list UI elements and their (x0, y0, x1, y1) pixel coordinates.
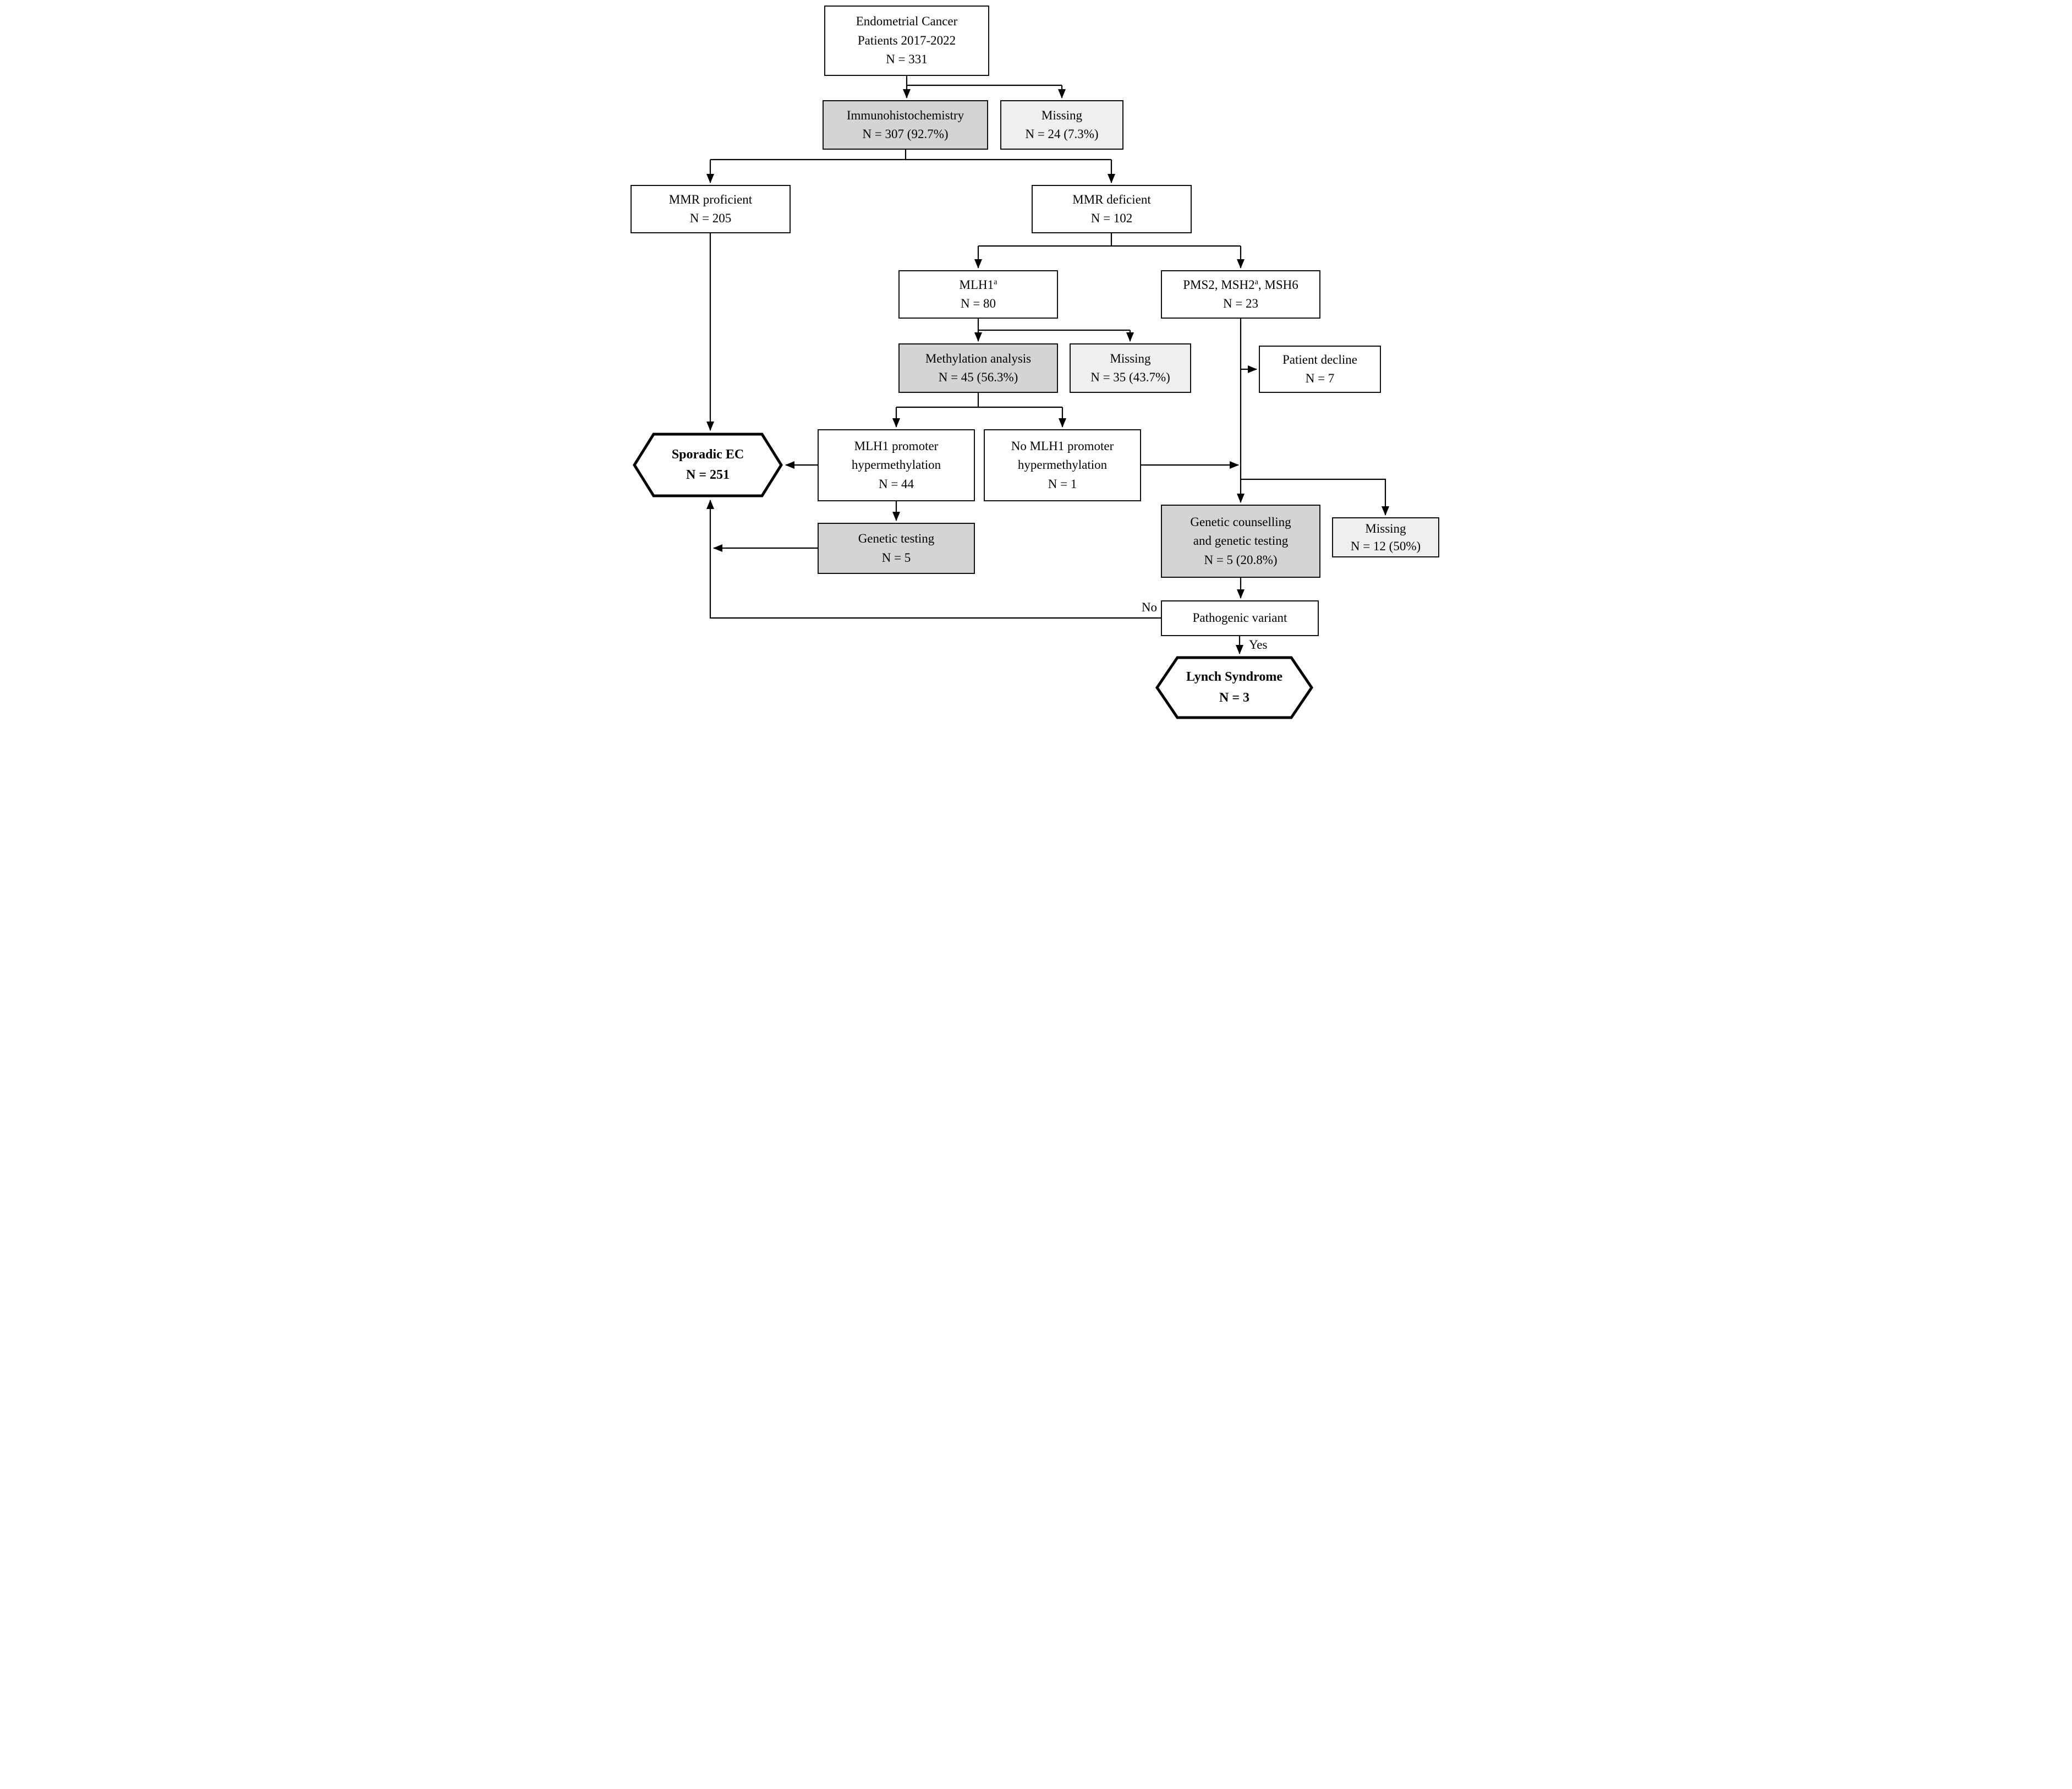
node-pms2-msh2-msh6: PMS2, MSH2a, MSH6 N = 23 (1161, 270, 1320, 319)
node-endometrial-line2: Patients 2017-2022 (857, 33, 956, 47)
node-methylation-n: N = 45 (56.3%) (938, 370, 1018, 384)
node-patient-decline-label: Patient decline (1282, 352, 1358, 366)
node-genetic-counselling: Genetic counselling and genetic testing … (1161, 505, 1320, 578)
node-mmr-deficient-n: N = 102 (1090, 211, 1133, 225)
node-mlh1-hypermethylation: MLH1 promoter hypermethylation N = 44 (818, 429, 975, 501)
node-missing-ihc-label: Missing (1041, 108, 1083, 122)
node-genetic-testing: Genetic testing N = 5 (818, 523, 975, 574)
node-genetic-testing-n: N = 5 (881, 550, 911, 565)
node-pms2-n: N = 23 (1223, 297, 1259, 310)
node-missing-ihc-n: N = 24 (7.3%) (1025, 127, 1099, 141)
node-missing-methylation-n: N = 35 (43.7%) (1090, 370, 1170, 384)
footnote-marker-a: a (1254, 277, 1258, 286)
node-pathogenic-label: Pathogenic variant (1192, 611, 1287, 625)
node-missing-methylation-label: Missing (1110, 351, 1151, 365)
footnote-marker-a: a (994, 277, 997, 286)
node-missing-counselling-label: Missing (1365, 522, 1406, 536)
node-patient-decline: Patient decline N = 7 (1259, 346, 1381, 393)
edge-no-return (706, 500, 1161, 619)
node-missing-counselling-n: N = 12 (50%) (1350, 539, 1421, 553)
node-sporadic-label: Sporadic EC (671, 447, 744, 462)
node-mlh1-label: MLH1a (959, 277, 997, 292)
node-genetic-counselling-line1: Genetic counselling (1190, 515, 1291, 529)
node-mmr-proficient-n: N = 205 (689, 211, 732, 225)
node-endometrial-n: N = 331 (886, 52, 928, 67)
node-mlh1-hyper-line1: MLH1 promoter (854, 439, 939, 453)
node-mmr-proficient: MMR proficient N = 205 (631, 185, 791, 233)
node-pathogenic-variant: Pathogenic variant (1161, 600, 1319, 636)
flowchart-canvas: Endometrial Cancer Patients 2017-2022 N … (622, 0, 1450, 724)
node-no-mlh1-hypermethylation: No MLH1 promoter hypermethylation N = 1 (984, 429, 1141, 501)
node-sporadic-n: N = 251 (686, 468, 730, 482)
node-sporadic-ec: Sporadic EC N = 251 (633, 433, 783, 497)
edge-to-missing-counselling (1241, 478, 1389, 516)
edge-mlh1-down (977, 319, 1130, 331)
node-immunohistochemistry: Immunohistochemistry N = 307 (92.7%) (823, 100, 988, 150)
node-ihc-label: Immunohistochemistry (846, 108, 964, 122)
node-mmr-deficient-label: MMR deficient (1072, 192, 1151, 206)
node-lynch-label: Lynch Syndrome (1186, 670, 1282, 685)
edge-root-split (906, 76, 1062, 86)
node-patient-decline-n: N = 7 (1305, 371, 1335, 385)
node-no-mlh1-hyper-line2: hypermethylation (1017, 458, 1108, 472)
node-genetic-counselling-n: N = 5 (20.8%) (1204, 552, 1278, 567)
node-missing-counselling: Missing N = 12 (50%) (1332, 517, 1439, 557)
node-methylation-label: Methylation analysis (925, 351, 1032, 365)
node-missing-ihc: Missing N = 24 (7.3%) (1000, 100, 1123, 150)
sporadic-hexagon-shape (633, 433, 783, 497)
node-missing-methylation: Missing N = 35 (43.7%) (1070, 343, 1191, 393)
node-mlh1-hyper-n: N = 44 (878, 477, 914, 491)
node-lynch-syndrome: Lynch Syndrome N = 3 (1155, 656, 1313, 719)
edge-label-no: No (1141, 600, 1157, 614)
node-endometrial-line1: Endometrial Cancer (856, 14, 958, 29)
node-no-mlh1-hyper-n: N = 1 (1048, 477, 1077, 491)
node-mmr-proficient-label: MMR proficient (668, 192, 753, 206)
node-lynch-n: N = 3 (1219, 690, 1249, 705)
node-genetic-counselling-line2: and genetic testing (1193, 534, 1289, 548)
edge-label-yes: Yes (1249, 638, 1268, 652)
node-mmr-deficient: MMR deficient N = 102 (1032, 185, 1192, 233)
node-pms2-label: PMS2, MSH2a, MSH6 (1183, 277, 1298, 292)
node-mlh1: MLH1a N = 80 (898, 270, 1058, 319)
node-methylation-analysis: Methylation analysis N = 45 (56.3%) (898, 343, 1058, 393)
node-mlh1-hyper-line2: hypermethylation (851, 458, 941, 472)
node-mlh1-n: N = 80 (960, 297, 996, 310)
node-ihc-n: N = 307 (92.7%) (862, 127, 949, 141)
node-genetic-testing-label: Genetic testing (858, 532, 935, 545)
node-no-mlh1-hyper-line1: No MLH1 promoter (1011, 439, 1114, 453)
flow-connectors (706, 76, 1389, 654)
node-endometrial-patients: Endometrial Cancer Patients 2017-2022 N … (824, 6, 989, 76)
lynch-hexagon-shape (1155, 656, 1313, 719)
